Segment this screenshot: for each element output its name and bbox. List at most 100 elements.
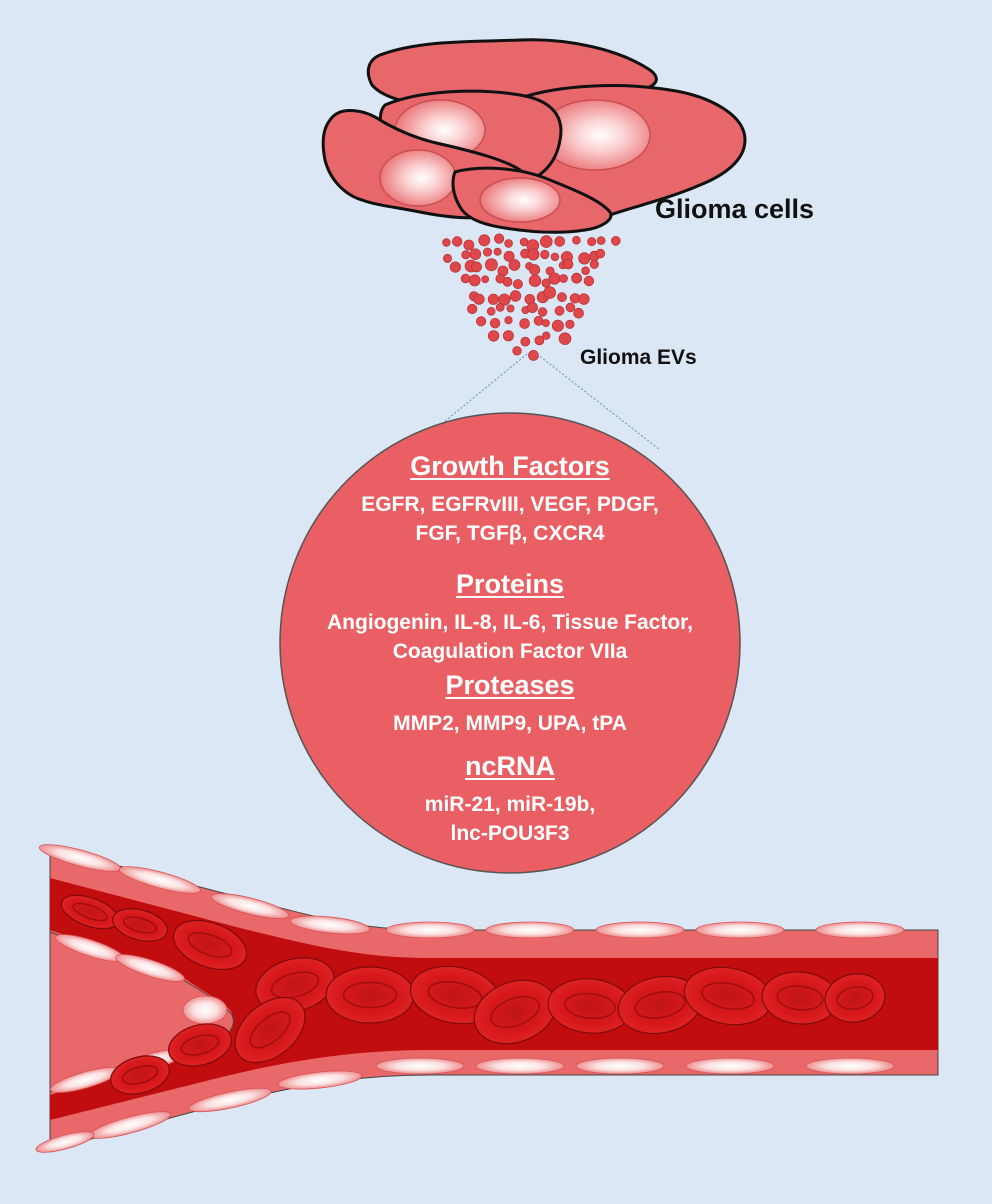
ev-particle <box>502 330 514 342</box>
ev-particle <box>578 252 591 265</box>
ev-particle <box>487 293 499 305</box>
endothelial-cell <box>815 921 905 939</box>
cargo-line: Coagulation Factor VIIa <box>392 640 628 663</box>
ev-particle <box>528 349 539 361</box>
ev-particle <box>452 236 463 247</box>
cargo-line: lnc-POU3F3 <box>450 822 570 845</box>
endothelial-cell <box>695 921 785 939</box>
endothelial-cell <box>485 921 575 939</box>
ev-particle <box>589 259 599 269</box>
ev-particle <box>548 272 561 285</box>
ev-particle <box>487 330 500 342</box>
endothelial-cell <box>289 915 371 935</box>
ev-particle <box>468 274 481 287</box>
ev-particle <box>519 318 530 329</box>
cargo-section-title-ncrna: ncRNA <box>464 751 555 781</box>
ev-particle <box>493 233 505 244</box>
ev-particle <box>571 272 582 284</box>
red-blood-cells <box>60 894 886 1095</box>
cargo-section-title-growth-factors: Growth Factors <box>410 451 610 481</box>
endothelial-cell <box>375 1057 465 1075</box>
ev-particle <box>442 253 452 263</box>
zoom-line-left <box>409 353 528 451</box>
endothelial-cell <box>685 1057 775 1075</box>
red-blood-cell <box>547 978 633 1034</box>
ev-particle <box>541 278 551 288</box>
ev-particle <box>528 264 541 276</box>
endothelial-cell <box>188 1087 272 1113</box>
red-blood-cell <box>325 966 415 1024</box>
ev-particle <box>478 234 491 247</box>
ev-particle <box>542 331 551 340</box>
cargo-line: miR-21, miR-19b, <box>424 793 596 816</box>
ev-particle <box>550 252 560 262</box>
red-blood-cell <box>172 919 248 971</box>
ev-particle <box>484 258 498 272</box>
ev-particle <box>527 248 540 261</box>
red-blood-cell <box>168 1023 232 1067</box>
ev-particle <box>528 274 542 287</box>
ev-cargo-list: Growth Factors EGFR, EGFRvIII, VEGF, PDG… <box>280 413 740 873</box>
ev-particle <box>554 236 565 247</box>
ev-particle <box>554 305 565 316</box>
ev-particle <box>512 279 523 290</box>
ev-particle <box>551 319 564 332</box>
endothelial-cell <box>277 1070 363 1090</box>
ev-particle <box>565 319 575 329</box>
red-blood-cell <box>617 975 703 1035</box>
ev-particle <box>509 290 522 302</box>
endothelial-cell <box>575 1057 665 1075</box>
ev-particle <box>495 302 505 312</box>
ev-particle <box>578 293 590 305</box>
red-blood-cell <box>112 908 168 942</box>
ev-particle <box>558 332 572 346</box>
endothelial-cell <box>595 921 685 939</box>
ev-particle <box>442 238 451 247</box>
endothelial-cell <box>182 995 228 1025</box>
ev-particle <box>504 316 513 325</box>
ev-particle <box>506 304 515 313</box>
ev-particle <box>486 306 496 316</box>
ev-particle <box>512 346 522 356</box>
ev-particle <box>481 275 490 284</box>
ev-particle <box>489 318 501 329</box>
ev-particle <box>541 319 550 328</box>
glioma-evs-label: Glioma EVs <box>580 346 697 369</box>
ev-particle <box>581 266 590 276</box>
ev-particle <box>503 250 515 262</box>
ev-particle <box>539 235 553 248</box>
endothelial-cell <box>385 921 475 939</box>
endothelial-cell <box>118 866 202 894</box>
ev-particle <box>482 247 492 257</box>
glioma-cells-illustration <box>321 38 747 234</box>
ev-particle <box>504 239 513 248</box>
ev-particle <box>467 303 478 315</box>
endothelial-cell <box>115 954 185 982</box>
endothelial-cell <box>35 1131 95 1153</box>
ev-particle <box>475 316 487 327</box>
ev-particle <box>534 335 545 346</box>
red-blood-cell <box>110 1055 170 1095</box>
ev-particle <box>557 292 567 303</box>
glioma-nucleus <box>479 177 561 223</box>
ev-particle <box>595 248 606 259</box>
ev-particle <box>471 261 482 273</box>
ev-particle <box>559 274 568 283</box>
cargo-line: FGF, TGFβ, CXCR4 <box>415 522 605 545</box>
ev-particle <box>596 236 606 245</box>
ev-particle <box>537 307 548 317</box>
ev-particle <box>543 286 556 299</box>
cargo-line: EGFR, EGFRvIII, VEGF, PDGF, <box>361 493 659 516</box>
ev-particle <box>587 237 597 247</box>
ev-particle <box>463 239 475 251</box>
ev-particle <box>573 307 584 319</box>
ev-particle <box>508 259 521 271</box>
ev-particle <box>502 276 513 287</box>
cargo-section-title-proteases: Proteases <box>445 670 575 700</box>
endothelial-cell <box>210 893 290 919</box>
ev-particle <box>563 259 574 270</box>
glioma-ev-particles <box>442 233 621 361</box>
ev-particle <box>526 301 538 313</box>
